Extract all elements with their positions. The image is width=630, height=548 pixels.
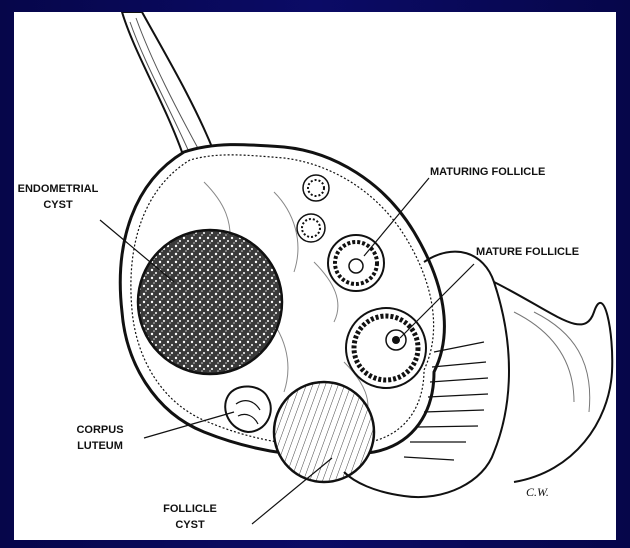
label-endometrial-line1: ENDOMETRIAL — [18, 183, 99, 195]
label-follicle-cyst-line1: FOLLICLE — [163, 503, 217, 515]
small-follicle-1 — [303, 175, 329, 201]
mature-follicle — [346, 308, 426, 388]
label-corpus-line1: CORPUS — [76, 424, 123, 436]
ovary-illustration: ENDOMETRIAL CYST MATURING FOLLICLE MATUR… — [14, 12, 616, 540]
label-mature-follicle: MATURE FOLLICLE — [476, 246, 579, 258]
endometrial-cyst — [138, 230, 282, 374]
tube-right — [494, 282, 612, 482]
corpus-luteum — [225, 386, 271, 432]
tube-right-lines — [514, 312, 590, 412]
follicle-cyst — [274, 382, 374, 482]
label-corpus-line2: LUTEUM — [77, 440, 123, 452]
ligament-tube — [122, 12, 214, 152]
artist-signature: C.W. — [526, 485, 549, 499]
illustration-panel: ENDOMETRIAL CYST MATURING FOLLICLE MATUR… — [14, 12, 616, 540]
label-endometrial-line2: CYST — [43, 199, 73, 211]
label-maturing-follicle: MATURING FOLLICLE — [430, 166, 545, 178]
maturing-follicle-oocyte — [349, 259, 363, 273]
mature-follicle-nucleus — [392, 336, 400, 344]
label-follicle-cyst-line2: CYST — [175, 519, 205, 531]
